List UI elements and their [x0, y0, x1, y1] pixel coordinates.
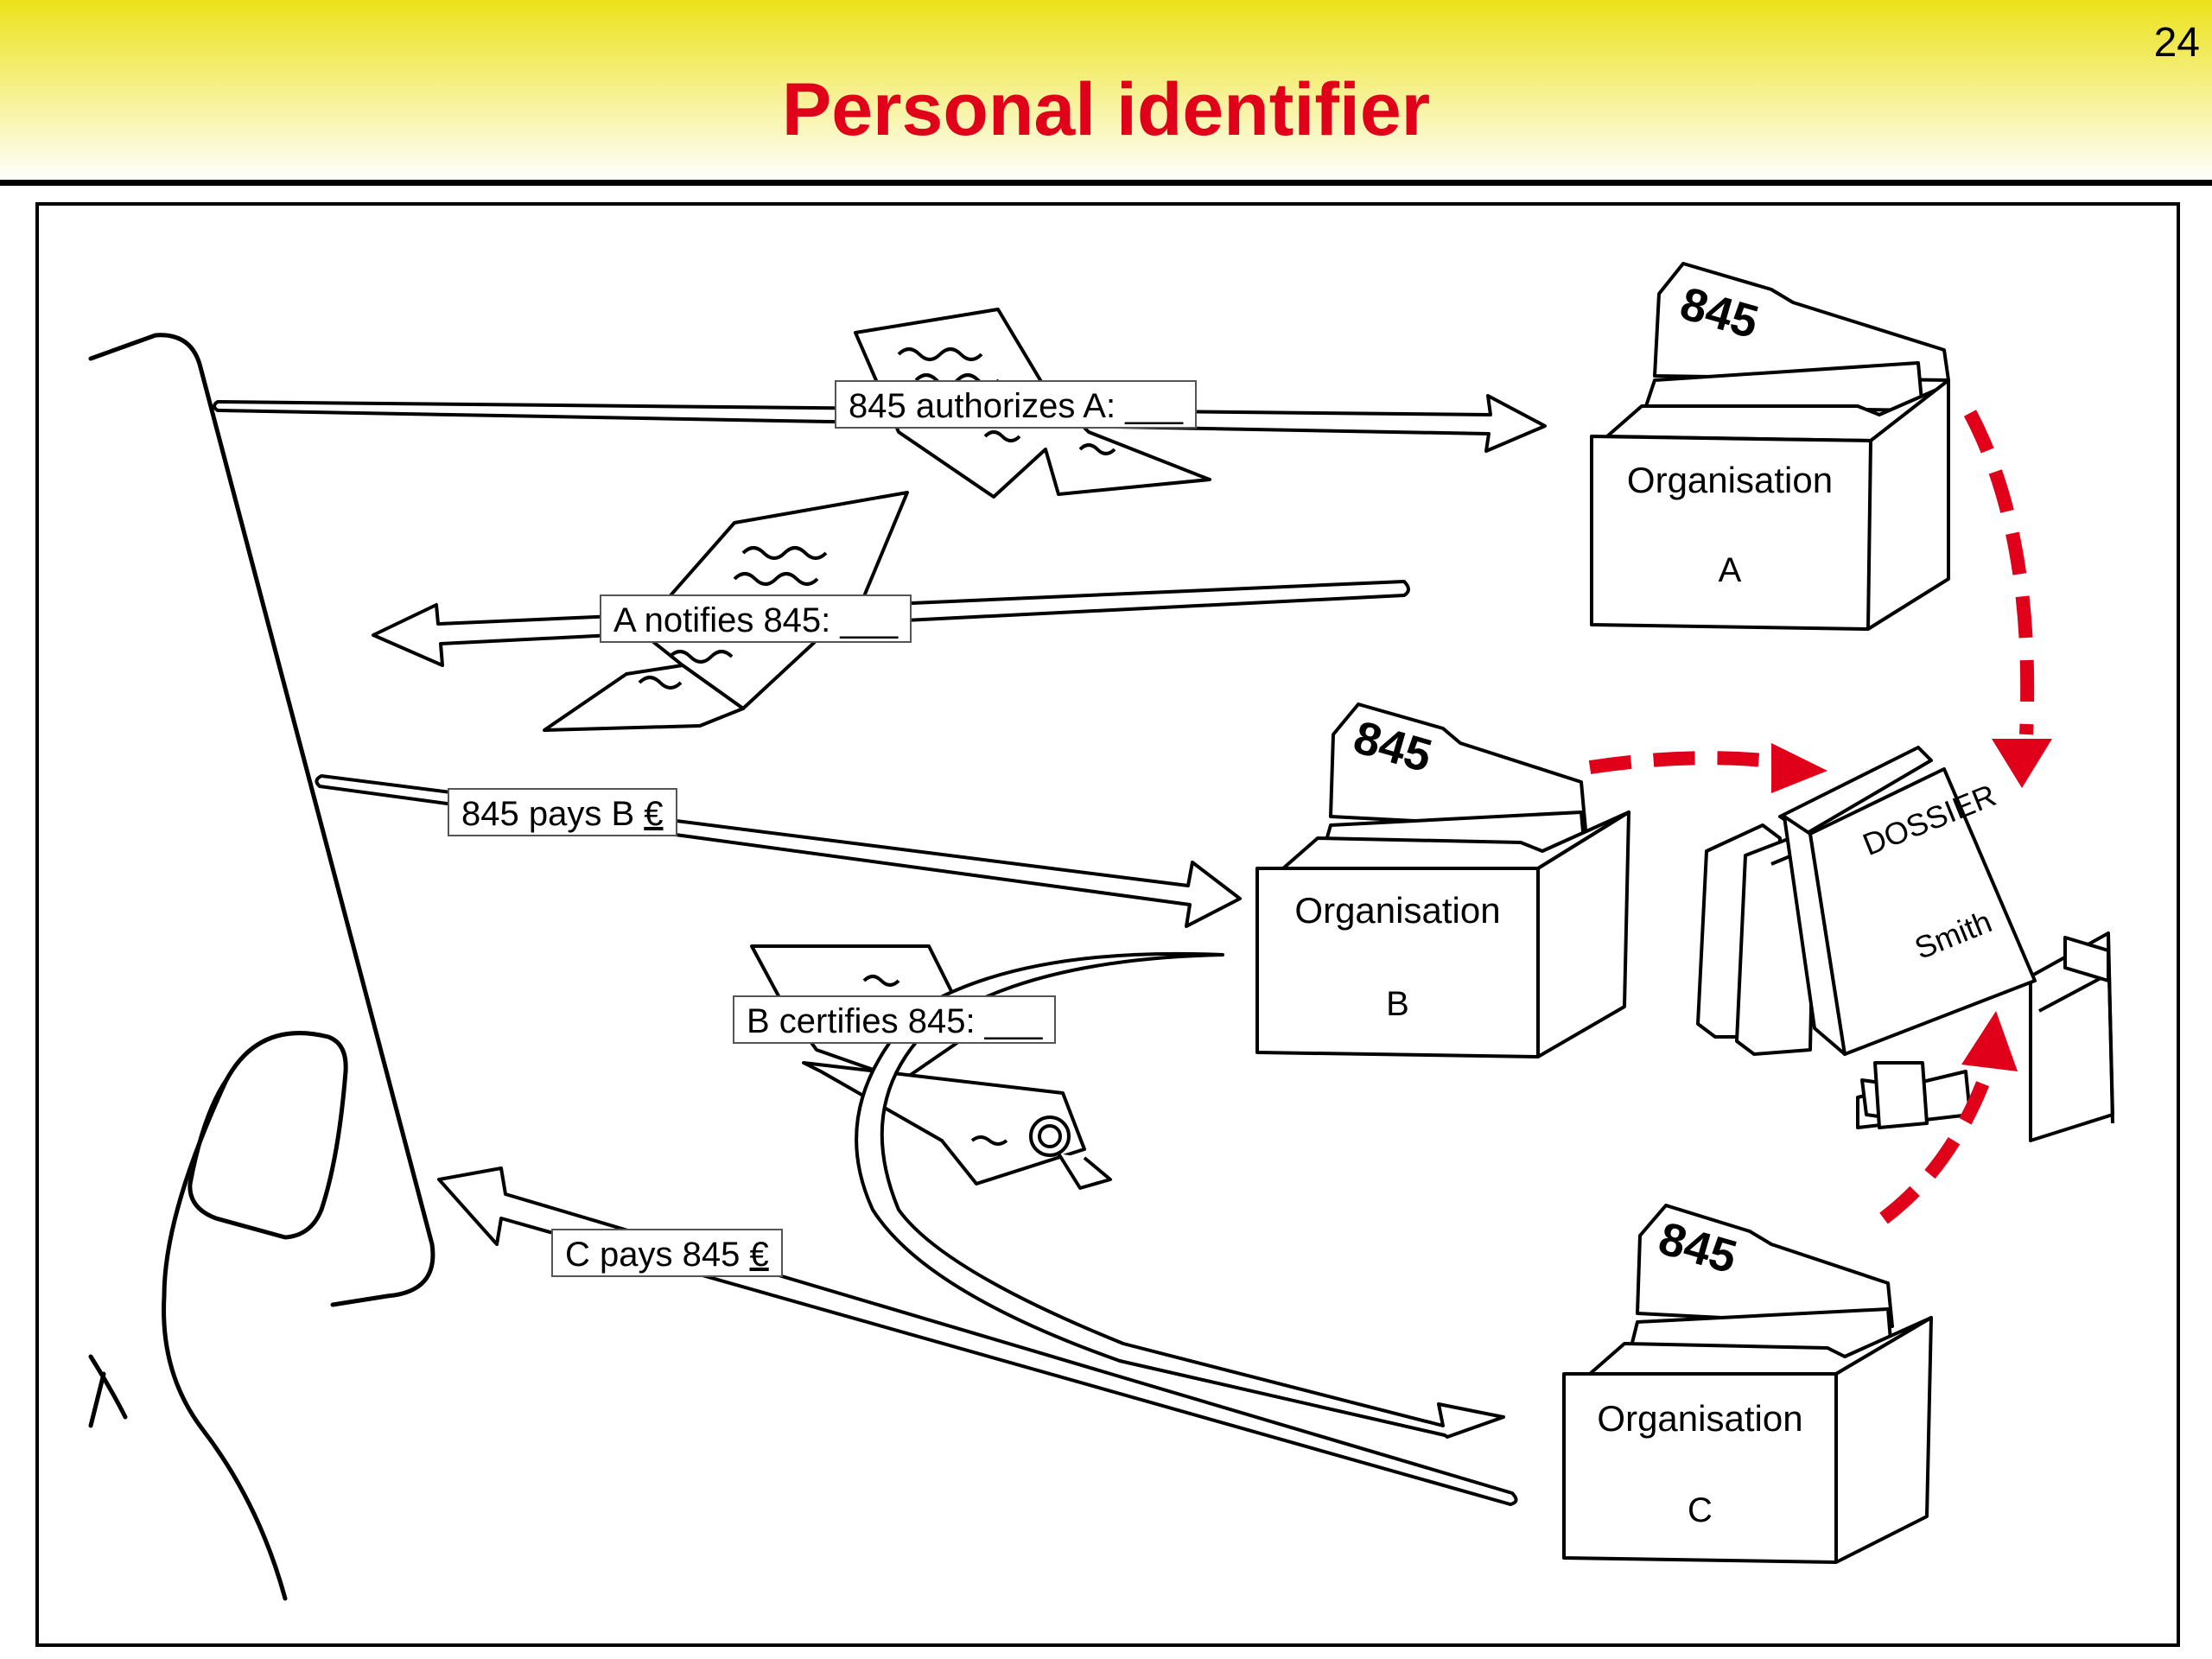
- label-c-pays-text: C pays 845: [565, 1236, 750, 1274]
- dashed-arrow-a-to-dossier: [1963, 410, 2035, 735]
- hand-with-card-illustration: [88, 333, 435, 1601]
- label-c-pays: C pays 845 €: [551, 1229, 783, 1277]
- organisation-b-box: [1255, 702, 1630, 1058]
- dashed-arrow-b-to-dossier: [1588, 751, 1781, 774]
- organisation-c-box: [1562, 1204, 1933, 1564]
- arrow-authorizes: [213, 394, 1547, 453]
- organisation-c-name: Organisation: [1597, 1398, 1803, 1439]
- dashed-arrow-b-head: [1771, 743, 1827, 793]
- organisation-c-letter: C: [1688, 1491, 1713, 1529]
- organisation-a-letter: A: [1718, 551, 1742, 589]
- certificate-document-illustration: [750, 944, 1112, 1190]
- label-pays-b: 845 pays B €: [448, 788, 677, 836]
- organisation-b-letter: B: [1386, 985, 1409, 1023]
- label-authorizes: 845 authorizes A: ___: [835, 380, 1197, 429]
- dossier-books-illustration: [1696, 746, 2114, 1142]
- organisation-b-name: Organisation: [1294, 890, 1501, 931]
- currency-symbol: €: [644, 795, 664, 833]
- organisation-a-name: Organisation: [1626, 460, 1834, 500]
- arrow-c-pays: [437, 1166, 1518, 1506]
- page-number: 24: [2153, 20, 2200, 66]
- slide-title: Personal identifier: [781, 68, 1431, 151]
- dashed-arrow-a-head: [1992, 739, 2052, 788]
- dashed-arrow-c-head: [1961, 1011, 2018, 1071]
- label-pays-b-text: 845 pays B: [461, 795, 645, 833]
- dashed-arrow-c-to-dossier: [1879, 1069, 1994, 1224]
- label-certifies: B certifies 845: ___: [733, 995, 1057, 1044]
- header-divider: [0, 180, 2212, 186]
- slide-header: [0, 0, 2212, 181]
- organisation-a-box: [1590, 262, 1950, 631]
- currency-symbol: €: [749, 1236, 769, 1274]
- arrow-notifies: [372, 580, 1410, 667]
- label-notifies: A notifies 845: ___: [600, 594, 912, 643]
